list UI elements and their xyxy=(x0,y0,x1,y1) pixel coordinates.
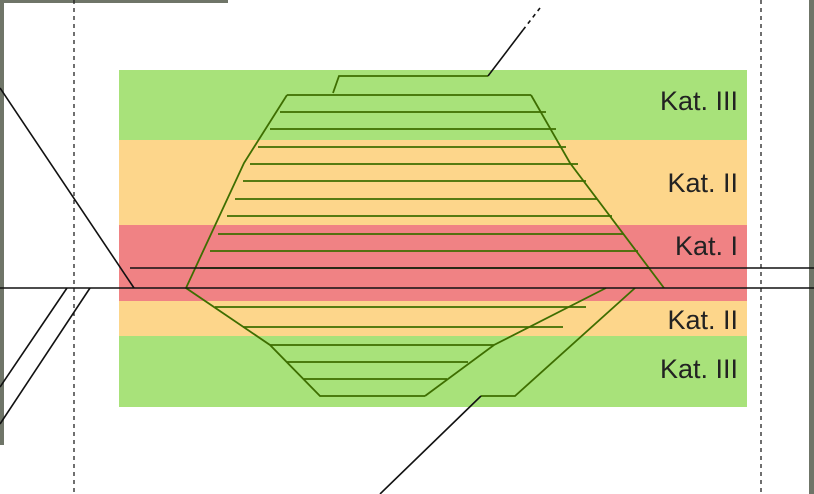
photo-strip-left xyxy=(0,0,4,445)
zone-kat-ii-upper xyxy=(119,140,747,225)
zone-kat-i xyxy=(119,225,747,301)
diagonal-track-upper-right-dashed xyxy=(523,8,540,30)
photo-strip-right xyxy=(809,0,814,494)
diagonal-track-left xyxy=(0,88,134,288)
zone-label-kat-iii-lower: Kat. III xyxy=(660,354,738,384)
photo-strip-top xyxy=(0,0,228,3)
diagonal-track-lower xyxy=(380,396,481,494)
diagonal-track-upper-right xyxy=(488,30,523,76)
zone-label-kat-ii-lower: Kat. II xyxy=(667,305,738,335)
zone-label-kat-ii-upper: Kat. II xyxy=(667,168,738,198)
zone-kat-iii-lower xyxy=(119,336,747,407)
zone-label-kat-iii-upper: Kat. III xyxy=(660,86,738,116)
zone-label-kat-i: Kat. I xyxy=(675,231,738,261)
spur-track-left-2 xyxy=(0,288,90,424)
